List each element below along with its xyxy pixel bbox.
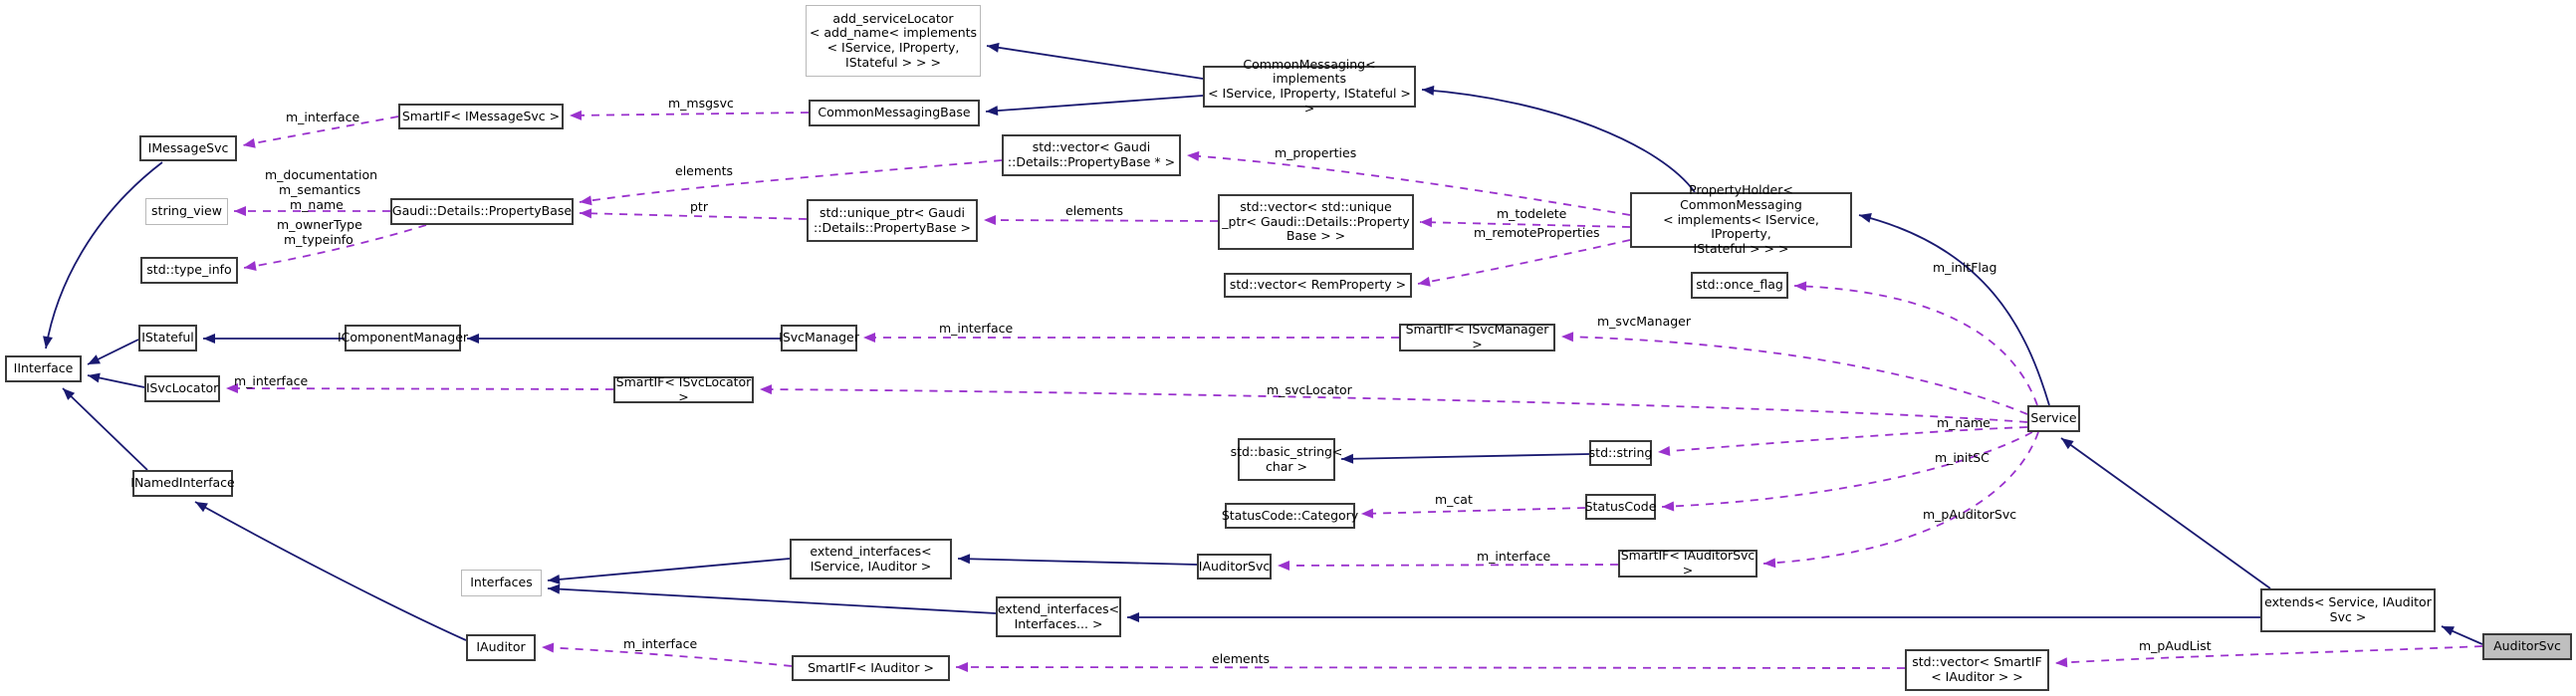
- edge-label-m-pauditorsvc: m_pAuditorSvc: [1923, 507, 2017, 522]
- node-isvclocator[interactable]: ISvcLocator: [144, 375, 220, 402]
- edge-inamedinterface-to-iinterface: [62, 387, 148, 471]
- edge-label-m-svclocator: m_svcLocator: [1267, 382, 1352, 397]
- node-iauditorsvc[interactable]: IAuditorSvc: [1197, 554, 1272, 580]
- node-iinterface[interactable]: IInterface: [5, 355, 82, 382]
- edge-extendinterfaces1-to-interfaces: [547, 558, 791, 584]
- node-common-messaging-base[interactable]: CommonMessagingBase: [809, 100, 980, 126]
- edge-smartifiauditorsvc-to-iauditorsvc: [1277, 560, 1619, 571]
- edge-label-m-paudlist: m_pAudList: [2139, 638, 2212, 653]
- node-statuscode-category[interactable]: StatusCode::Category: [1222, 503, 1358, 529]
- node-vector-unique-ptr[interactable]: std::vector< std::unique _ptr< Gaudi::De…: [1218, 194, 1414, 250]
- edge-commonmessaging-to-addservicelocator: [986, 42, 1204, 80]
- edge-service-to-smartifisvclocator: [759, 384, 2028, 423]
- edge-label-m-name-service: m_name: [1937, 415, 1991, 430]
- node-istateful[interactable]: IStateful: [138, 325, 197, 351]
- node-smartif-iauditor[interactable]: SmartIF< IAuditor >: [792, 655, 950, 681]
- edge-auditorsvc-to-vectorsmartifiauditor: [2054, 645, 2483, 668]
- edge-propertyholder-to-commonmessaging: [1421, 85, 1696, 193]
- edge-statuscode-to-category: [1360, 507, 1586, 519]
- edge-extends-to-service: [2060, 437, 2271, 589]
- edge-label-m-initsc: m_initSC: [1935, 450, 1990, 465]
- edge-auditorsvc-to-extends: [2441, 625, 2483, 645]
- node-extend-interfaces-iservice-iauditor[interactable]: extend_interfaces< IService, IAuditor >: [790, 539, 952, 580]
- edge-commonmessaging-to-commonmessagingbase: [985, 95, 1204, 116]
- edge-label-elements-properties: elements: [675, 163, 734, 178]
- node-extend-interfaces-variadic[interactable]: extend_interfaces< Interfaces... >: [996, 596, 1121, 637]
- node-statuscode[interactable]: StatusCode: [1585, 494, 1656, 520]
- edge-propertybase-to-typeinfo: [243, 224, 427, 271]
- edge-smartifisvclocator-to-isvclocator: [225, 383, 614, 394]
- edge-commonmessagingbase-to-smartifimessagesvc: [569, 110, 810, 120]
- node-service[interactable]: Service: [2027, 405, 2080, 432]
- edge-label-m-initflag: m_initFlag: [1933, 260, 1997, 275]
- edge-istateful-to-iinterface: [87, 339, 139, 365]
- node-interfaces: Interfaces: [461, 570, 542, 596]
- node-auditorsvc-focus: AuditorSvc: [2482, 633, 2572, 660]
- node-string-view: string_view: [145, 198, 228, 225]
- edge-label-m-interface-isvcmanager: m_interface: [939, 321, 1014, 336]
- node-gaudi-details-propertybase[interactable]: Gaudi::Details::PropertyBase: [390, 198, 574, 225]
- edge-stdstring-to-basicstring: [1340, 453, 1590, 464]
- edge-label-m-interface-imessagesvc: m_interface: [286, 110, 360, 124]
- node-std-once-flag[interactable]: std::once_flag: [1691, 272, 1788, 299]
- node-vector-smartif-iauditor[interactable]: std::vector< SmartIF < IAuditor > >: [1905, 649, 2049, 691]
- edge-isvclocator-to-iinterface: [87, 372, 145, 388]
- edge-vectoruniqueptr-to-uniqueptr: [983, 215, 1219, 226]
- edge-label-m-properties: m_properties: [1275, 145, 1357, 160]
- edge-label-m-msgsvc: m_msgsvc: [668, 96, 734, 111]
- edge-service-to-propertyholder: [1858, 213, 2050, 406]
- edge-iauditorsvc-to-extendinterfaces1: [957, 554, 1198, 566]
- edge-label-m-documentation: m_documentation: [265, 167, 378, 182]
- edge-label-m-interface-isvclocator: m_interface: [234, 373, 309, 388]
- node-std-string[interactable]: std::string: [1589, 440, 1652, 466]
- edge-service-to-smartifisvcmanager: [1560, 332, 2028, 415]
- node-iauditor[interactable]: IAuditor: [466, 634, 536, 661]
- node-add-servicelocator: add_serviceLocator < add_name< implement…: [806, 5, 981, 77]
- edge-label-elements-audlist: elements: [1212, 651, 1271, 666]
- node-extends-service-iauditorsvc[interactable]: extends< Service, IAuditor Svc >: [2260, 588, 2436, 632]
- edge-service-to-stdstring: [1657, 426, 2028, 457]
- edge-propertyholder-to-vectorpropertybase: [1186, 150, 1631, 216]
- edge-propertyholder-to-vectorremproperty: [1417, 239, 1631, 287]
- edge-label-m-interface-iauditorsvc: m_interface: [1477, 549, 1551, 564]
- node-std-basic-string[interactable]: std::basic_string< char >: [1231, 438, 1342, 481]
- edge-propertyholder-to-vectoruniqueptr: [1419, 217, 1631, 228]
- edge-label-m-svcmanager: m_svcManager: [1597, 314, 1692, 329]
- node-inamedinterface[interactable]: INamedInterface: [130, 470, 235, 497]
- edge-label-ptr: ptr: [690, 199, 708, 214]
- node-property-holder[interactable]: PropertyHolder< CommonMessaging < implem…: [1630, 182, 1852, 256]
- edge-service-to-smartifiauditorsvc: [1762, 431, 2039, 569]
- edge-label-m-remoteproperties: m_remoteProperties: [1474, 225, 1600, 240]
- node-vector-propertybase-ptr[interactable]: std::vector< Gaudi ::Details::PropertyBa…: [1002, 134, 1181, 176]
- node-smartif-isvclocator[interactable]: SmartIF< ISvcLocator >: [613, 374, 754, 403]
- edge-extendinterfaces2-to-interfaces: [547, 583, 997, 614]
- edge-label-m-interface-iauditor: m_interface: [623, 636, 698, 651]
- edge-label-m-typeinfo: m_typeinfo: [284, 232, 353, 247]
- edge-imessagesvc-to-iinterface: [43, 161, 163, 349]
- node-smartif-iauditorsvc[interactable]: SmartIF< IAuditorSvc >: [1618, 548, 1757, 578]
- node-smartif-imessagesvc[interactable]: SmartIF< IMessageSvc >: [398, 104, 564, 129]
- node-vector-remproperty[interactable]: std::vector< RemProperty >: [1224, 273, 1412, 298]
- node-isvcmanager[interactable]: ISvcManager: [779, 325, 859, 351]
- edge-smartifiauditor-to-iauditor: [541, 642, 793, 667]
- node-std-type-info[interactable]: std::type_info: [140, 257, 238, 284]
- edge-smartifimessagesvc-to-imessagesvc: [242, 116, 399, 148]
- node-icomponentmanager[interactable]: IComponentManager: [338, 325, 468, 351]
- node-common-messaging[interactable]: CommonMessaging< implements < IService, …: [1203, 57, 1416, 116]
- node-smartif-isvcmanager[interactable]: SmartIF< ISvcManager >: [1399, 322, 1555, 351]
- edge-vectorpropertybase-to-propertybase: [579, 159, 1003, 206]
- node-unique-ptr-propertybase[interactable]: std::unique_ptr< Gaudi ::Details::Proper…: [807, 199, 978, 242]
- edge-iauditor-to-inamedinterface: [194, 501, 467, 641]
- edge-label-m-todelete: m_todelete: [1497, 206, 1567, 221]
- edge-label-m-cat: m_cat: [1435, 492, 1473, 507]
- edge-vectorsmartifiauditor-to-smartifiauditor: [955, 662, 1906, 673]
- edge-service-to-statuscode: [1661, 431, 2033, 512]
- edge-label-m-ownertype: m_ownerType: [277, 217, 362, 232]
- node-imessagesvc[interactable]: IMessageSvc: [139, 135, 237, 161]
- edge-label-m-semantics: m_semantics: [279, 182, 361, 197]
- edge-label-m-name-property: m_name: [290, 197, 344, 212]
- edge-label-elements-unique: elements: [1065, 203, 1124, 218]
